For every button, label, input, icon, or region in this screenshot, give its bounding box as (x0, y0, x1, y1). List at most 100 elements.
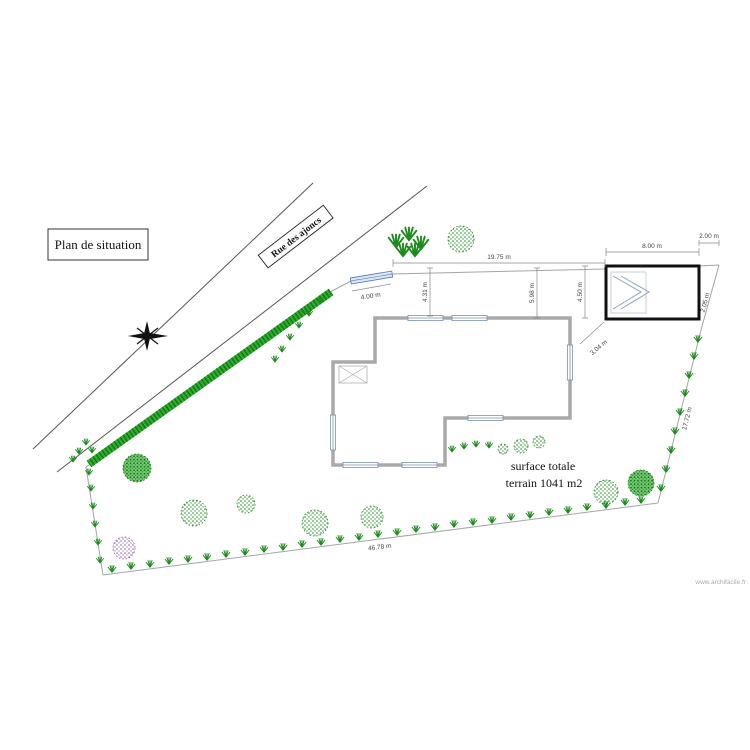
plant-icon (487, 516, 497, 524)
tree-icon (593, 479, 619, 505)
dimension-house-offset-mid: 5.98 m (529, 267, 540, 319)
tree-icon (447, 225, 475, 253)
plant-icon (82, 438, 90, 446)
dimension-bottom-boundary: 46.78 m (368, 543, 392, 553)
tree-icon (122, 453, 152, 483)
hedge (86, 288, 334, 468)
road-label-box (257, 204, 334, 269)
plant-icon (335, 535, 345, 543)
tree-icon (360, 505, 384, 529)
plant-icon (563, 506, 573, 514)
plant-icon (107, 565, 117, 573)
plant-icon (693, 335, 703, 343)
plant-icon (295, 321, 303, 329)
window-icon (567, 344, 573, 381)
plan-title-border (47, 228, 149, 261)
plant-icon (666, 446, 676, 454)
plant-icon (689, 352, 699, 360)
dimension-right-boundary: 17.72 m (681, 406, 693, 430)
plant-icon (126, 562, 136, 570)
plan-title-box: Plan de situation (47, 228, 149, 261)
dim-label: 5.98 m (529, 283, 536, 303)
plan-title: Plan de situation (55, 237, 142, 252)
dim-label: 2.05 m (700, 292, 712, 313)
plant-icon (430, 523, 440, 531)
plant-icon (96, 556, 104, 564)
surface-line2: terrain 1041 m2 (506, 476, 583, 490)
dimension-house-offset-left: 4.31 m (422, 267, 433, 317)
window-icon (329, 414, 337, 451)
plant-icon (94, 538, 102, 546)
plant-icon (88, 446, 96, 454)
plant-icon (221, 550, 231, 558)
garage (604, 264, 701, 321)
dimension-top-boundary: 19.75 m (392, 254, 606, 267)
plant-icon (485, 441, 493, 449)
plant-icon (278, 543, 288, 551)
dim-label: 4.50 m (577, 282, 584, 302)
dimension-gate-width: 4.00 m (351, 283, 392, 302)
tree-icon (497, 443, 509, 455)
dim-label: 2.00 m (699, 233, 719, 240)
plant-icon (316, 538, 326, 546)
road-label: Rue des ajoncs (257, 204, 334, 269)
tree-icon (180, 499, 208, 527)
compass-rose-icon (128, 321, 168, 351)
plant-icon (164, 557, 174, 565)
tree-icon (627, 469, 655, 497)
plant-icon (582, 503, 592, 511)
dimension-garage-to-house: 3.04 m (579, 321, 609, 357)
dim-label: 3.04 m (589, 339, 609, 357)
plant-icon (661, 465, 671, 473)
window-icon (401, 461, 438, 469)
dimension-garage-width: 8.00 m (605, 243, 700, 256)
dim-label: 4.31 m (422, 282, 429, 302)
window-icon (451, 314, 488, 322)
plant-icon (354, 533, 364, 541)
plant-icon (91, 520, 99, 528)
garage-door-symbol (612, 275, 650, 310)
gate (349, 270, 394, 285)
road-name-label: Rue des ajoncs (270, 215, 324, 260)
plant-icon (448, 445, 456, 453)
tree-icon (301, 509, 329, 537)
plant-icon (278, 345, 286, 353)
plant-icon (259, 545, 269, 553)
window-icon (467, 414, 504, 422)
plant-icon (271, 355, 279, 363)
window-icon (407, 314, 444, 322)
house-door-detail (338, 365, 368, 384)
plant-icon (411, 525, 421, 533)
plant-icon (240, 548, 250, 556)
watermark: www.archifacile.fr (694, 579, 746, 586)
plant-icon (670, 427, 680, 435)
plant-icon (183, 555, 193, 563)
dim-label: 19.75 m (487, 254, 511, 261)
tree-icon (532, 435, 546, 449)
plant-icon (636, 496, 646, 504)
plant-icon (145, 560, 155, 568)
plant-icon (656, 484, 666, 492)
plant-icon (472, 440, 480, 448)
dim-label: 17.72 m (681, 406, 693, 430)
dimension-right-boundary-top: 2.05 m (700, 292, 712, 313)
garage-door-frame (610, 271, 647, 314)
surface-line1: surface totale (511, 459, 575, 473)
road (32, 182, 428, 473)
plant-icon (675, 408, 685, 416)
plant-icon (392, 528, 402, 536)
vegetation (69, 225, 703, 573)
plant-icon (373, 530, 383, 538)
plant-icon (387, 233, 405, 249)
plant-icon (680, 389, 690, 397)
tree-icon (513, 438, 529, 454)
plant-icon (525, 511, 535, 519)
plant-icon (468, 518, 478, 526)
surface-label: surface totale terrain 1041 m2 (506, 459, 583, 490)
plant-icon (544, 508, 554, 516)
plant-icon (202, 553, 212, 561)
dim-label: 46.78 m (368, 543, 392, 553)
plant-icon (460, 442, 468, 450)
